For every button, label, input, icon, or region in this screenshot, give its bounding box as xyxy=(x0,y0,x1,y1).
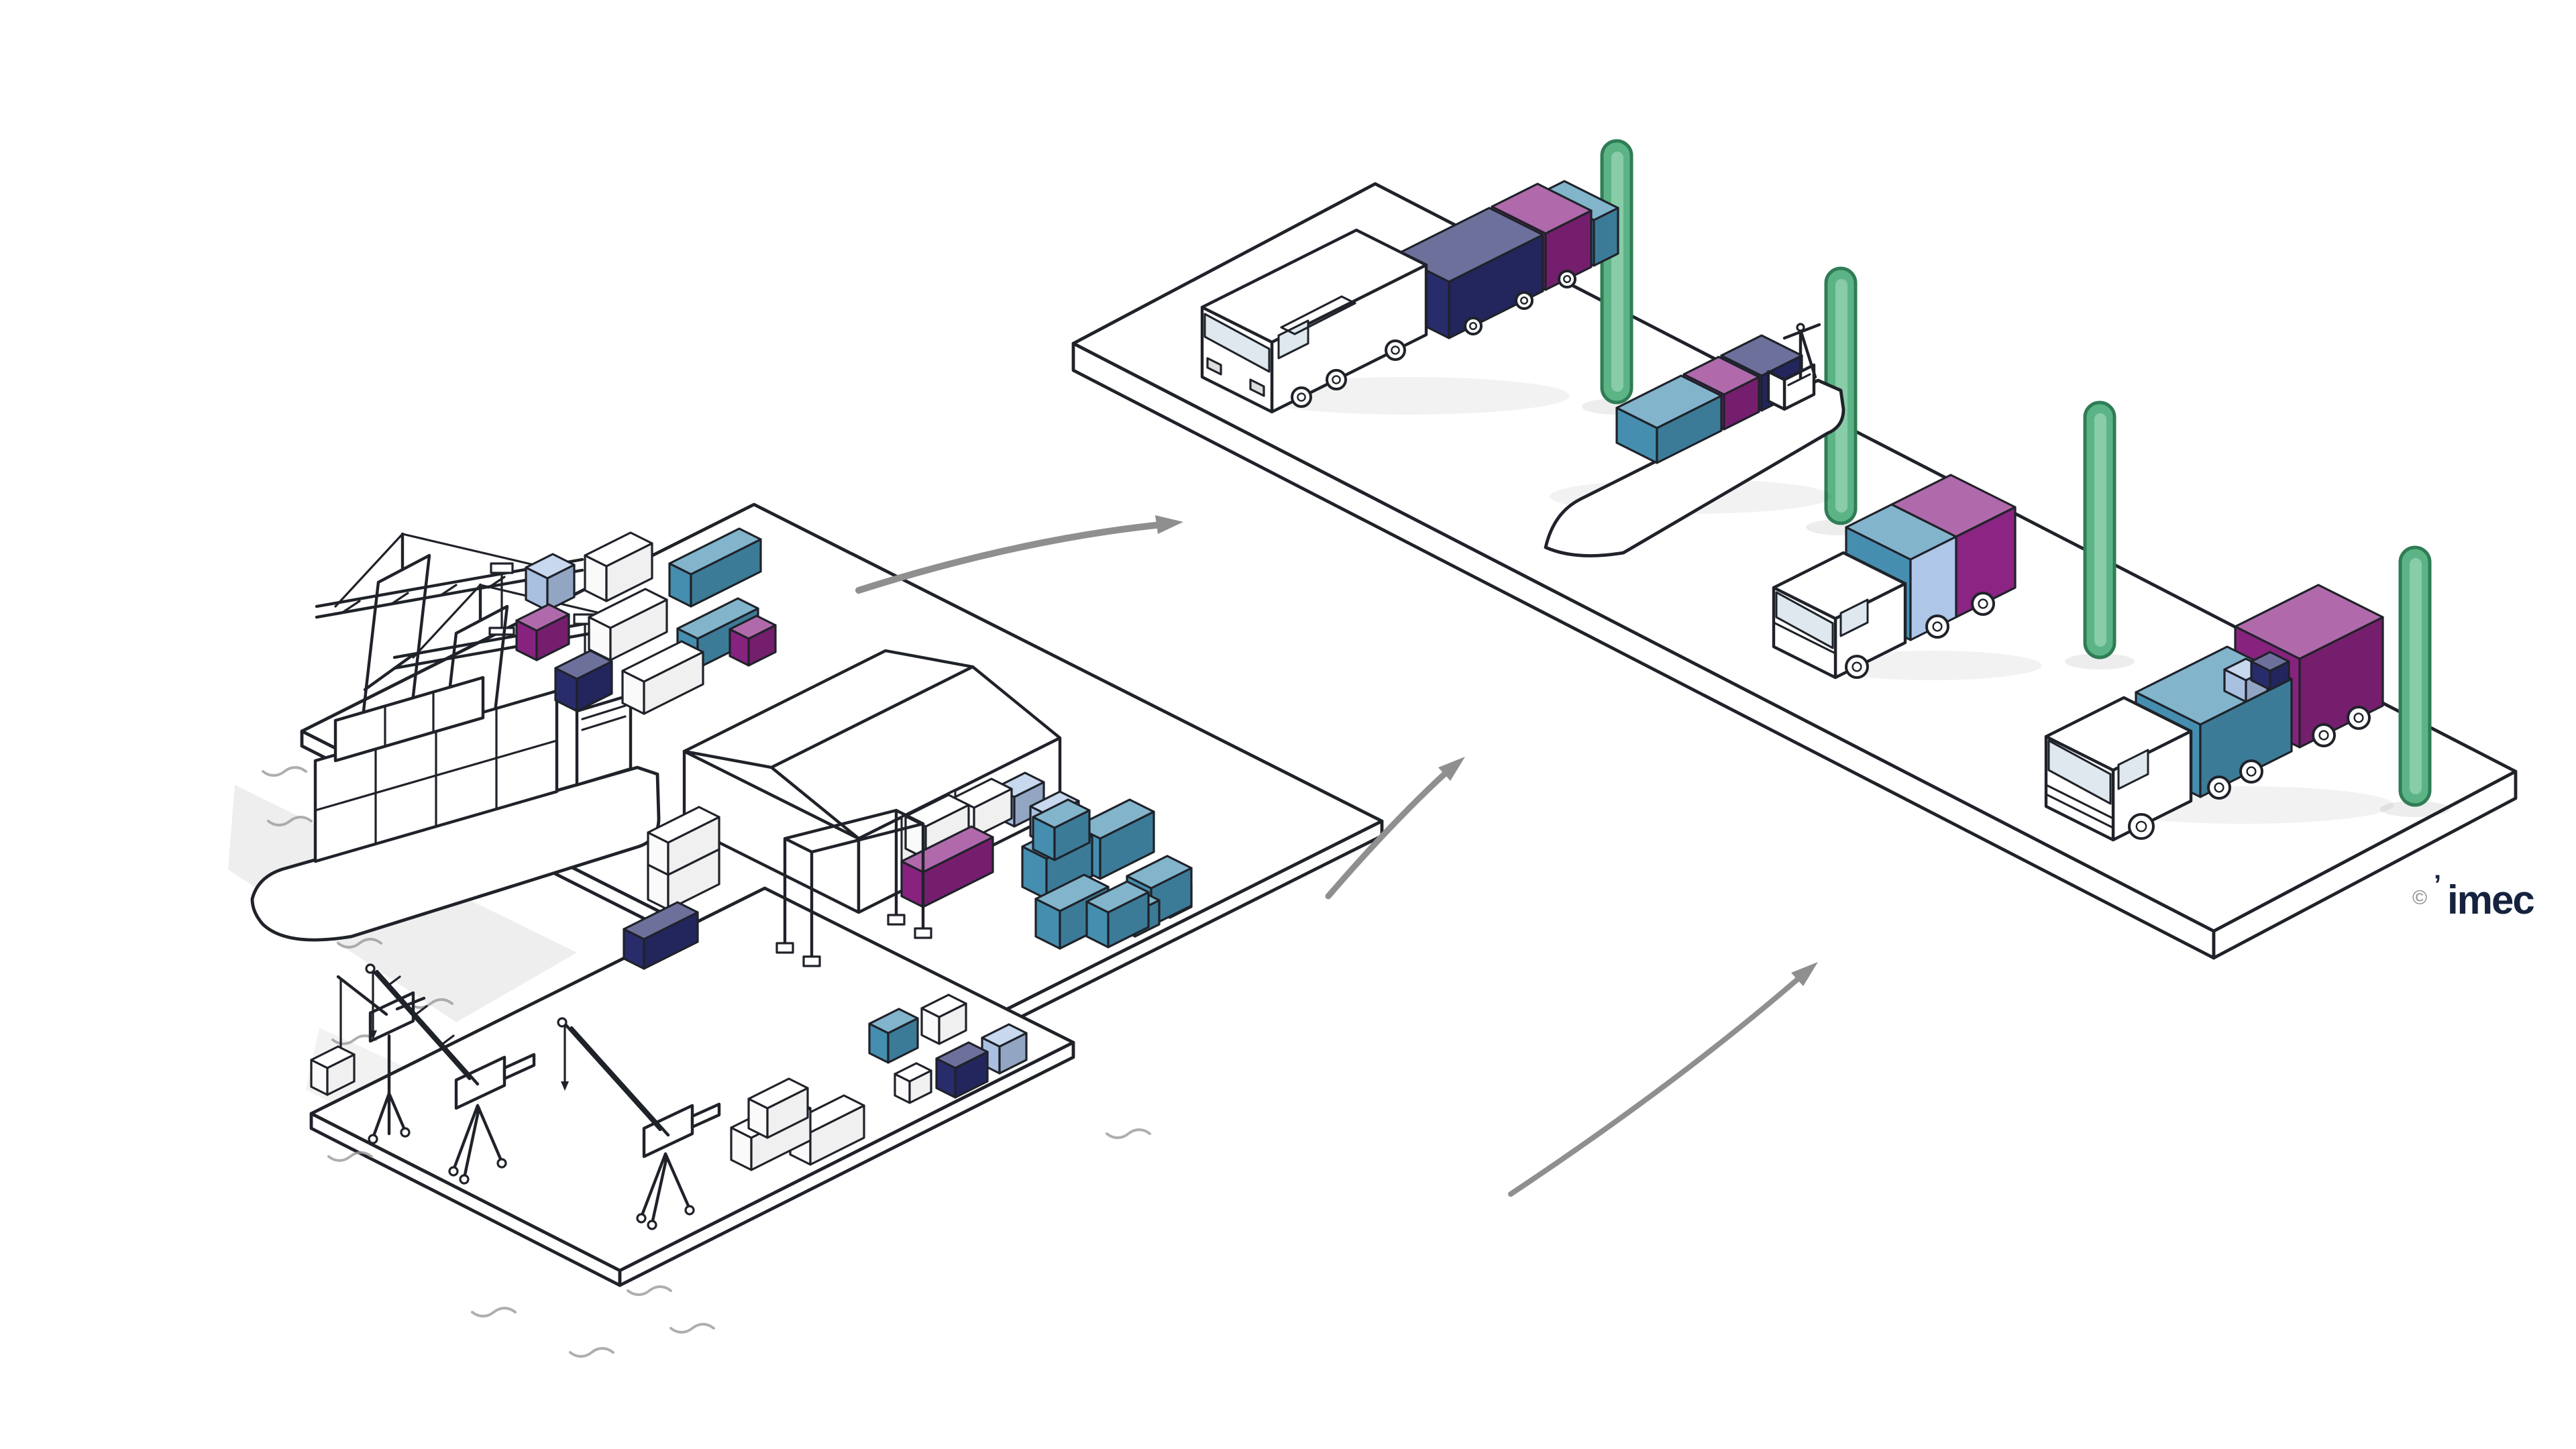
flow-arrow-1 xyxy=(855,515,1183,594)
van-wheels xyxy=(1845,592,1995,679)
scanner-gate-3 xyxy=(2065,400,2135,669)
delivery-van xyxy=(1772,474,2042,680)
wheel xyxy=(2347,706,2371,730)
water-ripple xyxy=(262,766,307,777)
scanner-gate-4 xyxy=(2380,545,2450,817)
water-ripple xyxy=(669,1323,715,1334)
copyright-symbol: © xyxy=(2412,887,2427,909)
container xyxy=(525,553,576,612)
locomotive xyxy=(1200,228,1428,414)
container xyxy=(894,1062,932,1104)
freight-train xyxy=(1200,180,1619,415)
water-ripple xyxy=(569,1347,614,1358)
water-ripple xyxy=(1106,1128,1151,1139)
port-scene xyxy=(228,502,1384,1358)
hanging-container xyxy=(310,1045,356,1096)
van-cab xyxy=(1772,551,1907,680)
container-stack-dockside xyxy=(623,806,720,970)
container xyxy=(868,1008,919,1064)
container-stack-yard xyxy=(515,527,777,715)
container xyxy=(647,806,720,876)
container xyxy=(515,603,570,661)
container-stack-teal xyxy=(1021,798,1193,950)
water-ripple xyxy=(627,1285,672,1296)
wheel xyxy=(1291,386,1312,408)
container xyxy=(747,1077,809,1139)
locomotive-wheels xyxy=(1291,339,1406,408)
harbor-crane-2 xyxy=(557,1017,721,1230)
container xyxy=(623,901,699,970)
container xyxy=(1032,798,1091,861)
wheel xyxy=(1326,369,1347,390)
container xyxy=(1075,798,1155,880)
flow-arrow-3 xyxy=(1508,962,1818,1197)
wheel xyxy=(1385,339,1406,361)
container xyxy=(1034,873,1110,950)
container xyxy=(310,1045,356,1096)
wheel xyxy=(2128,813,2155,840)
logo-tick: ’ xyxy=(2434,870,2441,900)
container xyxy=(554,649,613,712)
container xyxy=(2250,651,2290,691)
wheel xyxy=(1925,614,1949,639)
water-ripple xyxy=(337,938,382,949)
wheel xyxy=(1464,317,1483,335)
water-ripple xyxy=(327,1151,373,1162)
container xyxy=(584,531,653,602)
container-stack-small xyxy=(868,994,1028,1104)
container xyxy=(621,640,704,715)
wheel xyxy=(1971,592,1995,616)
flow-arrow-2 xyxy=(1325,757,1465,900)
ship-right-bridge xyxy=(1766,323,1821,411)
wheel xyxy=(2239,759,2263,784)
wheel xyxy=(1558,270,1576,288)
wheel xyxy=(2207,775,2231,800)
container-ship-left xyxy=(250,669,661,942)
cargo-truck xyxy=(2044,584,2394,842)
container xyxy=(1615,374,1723,464)
ship-right-containers xyxy=(1615,334,1803,464)
container xyxy=(1085,880,1150,949)
logo-wordmark: imec xyxy=(2447,877,2534,922)
wheel xyxy=(2312,723,2336,747)
water-ripple xyxy=(471,1307,517,1318)
flow-arrows xyxy=(855,515,1818,1197)
ship-left-containers xyxy=(313,676,559,863)
water-ripple xyxy=(408,998,453,1009)
container xyxy=(981,1023,1028,1075)
container xyxy=(668,527,762,608)
container-stack-lower xyxy=(730,1077,865,1171)
cargo-ship-right xyxy=(1544,323,1845,557)
wheel xyxy=(1515,291,1534,310)
water-ripple xyxy=(267,816,313,826)
imec-logo: © ’ imec xyxy=(2412,870,2535,922)
container xyxy=(920,994,967,1045)
truck-cab xyxy=(2044,696,2193,842)
truck-wheels xyxy=(2128,706,2371,840)
container xyxy=(935,1041,989,1099)
container xyxy=(729,614,777,667)
rtg-crane xyxy=(775,808,932,967)
wheel xyxy=(1845,655,1869,679)
lower-dock xyxy=(309,886,1075,1287)
harbor-crane-1 xyxy=(365,963,536,1185)
wagon-wheels xyxy=(1464,270,1576,335)
water-squiggles xyxy=(262,766,1151,1358)
